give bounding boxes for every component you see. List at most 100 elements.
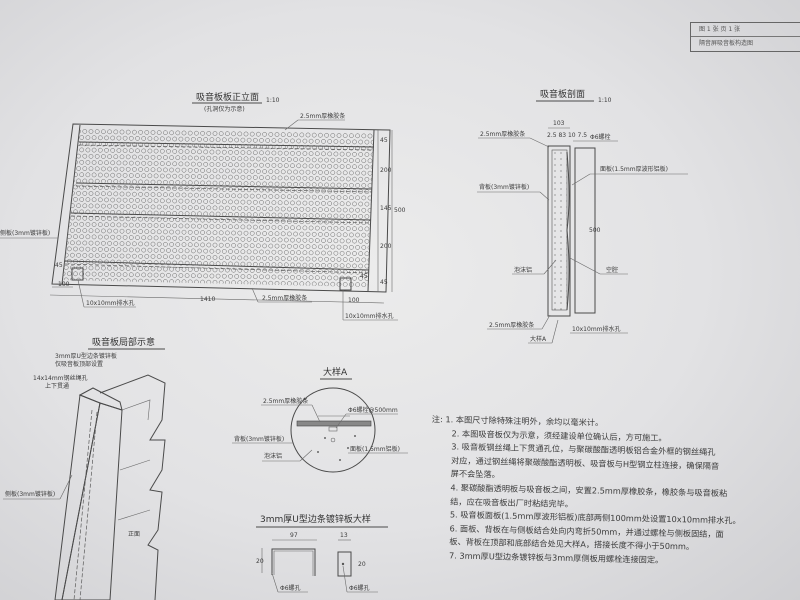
perforation-hole: [116, 247, 122, 253]
perforation-hole: [85, 271, 91, 277]
label-rubber-bottom: 2.5mm厚橡胶条: [262, 294, 307, 302]
perforation-hole: [119, 204, 125, 209]
perforation-hole: [249, 168, 255, 174]
perforation-hole: [215, 248, 221, 254]
perforation-hole: [62, 159, 66, 165]
perforation-hole: [107, 216, 112, 221]
perforation-hole: [150, 154, 156, 160]
perforation-hole: [321, 201, 326, 206]
perforation-hole: [246, 199, 252, 205]
perforation-hole: [370, 276, 374, 281]
perforation-hole: [187, 180, 193, 186]
perforation-hole: [215, 137, 221, 143]
perforation-hole: [373, 270, 374, 275]
local-view-title: 吸音板局部示意: [92, 336, 155, 348]
perforation-hole: [290, 163, 295, 169]
perforation-hole: [159, 136, 165, 142]
perforation-hole: [82, 129, 88, 134]
label-detail-foam: 泡沫铝: [264, 452, 282, 460]
perforation-hole: [355, 282, 360, 287]
perforation-hole: [212, 143, 218, 149]
perforation-hole: [104, 209, 109, 215]
perforation-hole: [153, 148, 159, 154]
perforation-hole: [159, 148, 165, 154]
perforation-hole: [237, 255, 243, 261]
perforation-hole: [169, 266, 174, 272]
perforation-hole: [256, 280, 261, 286]
perforation-hole: [132, 229, 137, 234]
perforation-hole: [249, 206, 255, 211]
perforation-hole: [135, 222, 140, 228]
perforation-hole: [268, 268, 274, 274]
perforation-hole: [327, 163, 333, 169]
perforation-hole: [327, 238, 333, 244]
perforation-hole: [132, 241, 137, 247]
perforation-hole: [268, 169, 274, 174]
perforation-hole: [169, 155, 174, 160]
perforation-hole: [63, 215, 69, 221]
perforation-hole: [256, 156, 261, 162]
perforation-hole: [361, 245, 367, 250]
perforation-hole: [135, 260, 140, 265]
perforation-hole: [153, 223, 159, 228]
perforation-hole: [349, 207, 354, 213]
perforation-hole: [311, 132, 317, 138]
perforation-hole: [287, 194, 292, 200]
perforation-hole: [169, 254, 174, 260]
perforation-hole: [206, 168, 212, 173]
perforation-hole: [221, 236, 227, 242]
perforation-hole: [327, 201, 333, 206]
perforation-hole: [62, 246, 66, 252]
perforation-hole: [234, 212, 240, 217]
perforation-hole: [293, 281, 298, 286]
perforation-hole: [141, 160, 147, 166]
perforation-hole: [104, 197, 109, 203]
perforation-hole: [339, 263, 345, 269]
perforation-hole: [63, 153, 69, 159]
perforation-hole: [194, 180, 199, 186]
perforation-hole: [370, 214, 374, 219]
perforation-hole: [144, 179, 150, 185]
elevation-subtitle: (孔洞仅为示意): [204, 105, 245, 113]
perforation-hole: [299, 206, 305, 212]
perforation-hole: [228, 162, 233, 168]
perforation-hole: [203, 273, 209, 279]
perforation-hole: [256, 231, 261, 236]
perforation-hole: [76, 128, 81, 134]
perforation-hole: [163, 279, 168, 284]
perforation-hole: [265, 138, 271, 143]
perforation-hole: [240, 224, 246, 230]
perforation-hole: [225, 205, 230, 211]
perforation-hole: [141, 136, 147, 141]
perforation-hole: [215, 199, 221, 205]
perforation-hole: [271, 200, 277, 205]
perforation-hole: [82, 203, 88, 209]
perforation-hole: [342, 232, 348, 238]
perforation-hole: [349, 257, 354, 263]
perforation-hole: [135, 136, 140, 141]
perforation-hole: [212, 193, 218, 198]
perforation-hole: [333, 263, 339, 268]
perforation-hole: [79, 209, 85, 215]
perforation-hole: [305, 194, 311, 200]
perforation-hole: [221, 187, 227, 192]
perforation-hole: [187, 242, 193, 248]
label-foam: 泡沫铝: [514, 266, 532, 274]
perforation-hole: [190, 174, 196, 179]
perforation-hole: [91, 172, 97, 178]
perforation-hole: [287, 144, 292, 150]
perforation-hole: [345, 176, 351, 182]
perforation-hole: [330, 244, 336, 250]
perforation-hole: [181, 155, 187, 161]
perforation-hole: [373, 195, 374, 201]
perforation-hole: [280, 181, 286, 187]
perforation-hole: [169, 167, 174, 173]
perforation-hole: [302, 138, 308, 144]
perforation-hole: [243, 181, 249, 186]
perforation-hole: [128, 173, 134, 178]
perforation-hole: [342, 195, 348, 200]
perforation-hole: [79, 197, 85, 202]
perforation-hole: [246, 162, 252, 168]
perforation-hole: [283, 250, 289, 255]
perforation-hole: [252, 224, 258, 230]
